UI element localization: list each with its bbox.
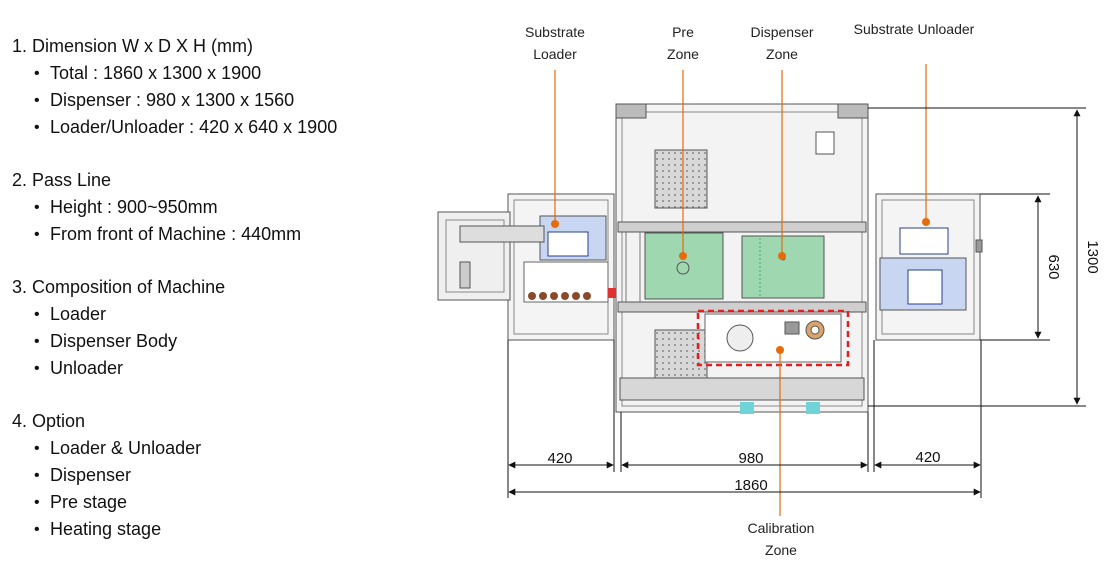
- spec-item: Dispenser Body: [34, 328, 482, 355]
- zone-label-dispenser-line1: Dispenser: [750, 24, 813, 40]
- section-title: 2. Pass Line: [12, 170, 112, 190]
- spec-item: From front of Machine : 440mm: [34, 221, 482, 248]
- calibration-marker: [776, 346, 784, 354]
- zone-label-loader-line2: Loader: [533, 46, 577, 62]
- zone-label-pre-line1: Pre: [672, 24, 694, 40]
- zone-label-dispenser-line2: Zone: [766, 46, 798, 62]
- dim-body-width: 980: [738, 450, 763, 467]
- spec-item: Loader/Unloader : 420 x 640 x 1900: [34, 114, 482, 141]
- spec-item: Total : 1860 x 1300 x 1900: [34, 60, 482, 87]
- unloader-marker: [922, 218, 930, 226]
- spec-item: Height : 900~950mm: [34, 194, 482, 221]
- spec-section-option: 4. Option Loader & Unloader Dispenser Pr…: [12, 408, 482, 543]
- dim-loader-width: 420: [547, 450, 572, 467]
- calibration-zone-highlight: [696, 309, 850, 367]
- zone-label-unloader: Substrate Unloader: [854, 21, 975, 37]
- spec-section-composition: 3. Composition of Machine Loader Dispens…: [12, 274, 482, 382]
- machine-drawing: [437, 103, 983, 414]
- spec-item: Dispenser : 980 x 1300 x 1560: [34, 87, 482, 114]
- spec-item: Heating stage: [34, 516, 482, 543]
- zone-label-pre-line2: Zone: [667, 46, 699, 62]
- section-title: 4. Option: [12, 411, 86, 431]
- loader-marker: [551, 220, 559, 228]
- spec-list: 1. Dimension W x D X H (mm) Total : 1860…: [12, 33, 482, 569]
- dim-total-depth: 1300: [1084, 240, 1101, 273]
- zone-label-calibration-line2: Zone: [765, 542, 797, 558]
- dim-total-width: 1860: [734, 477, 767, 494]
- spec-section-pass-line: 2. Pass Line Height : 900~950mm From fro…: [12, 167, 482, 248]
- spec-item: Pre stage: [34, 489, 482, 516]
- dim-unloader-width: 420: [915, 449, 940, 466]
- pre-stage: [644, 232, 724, 300]
- pre-zone-marker: [679, 252, 687, 260]
- zone-label-loader-line1: Substrate: [525, 24, 585, 40]
- dimension-lines: [507, 107, 1086, 498]
- section-title: 3. Composition of Machine: [12, 277, 226, 297]
- zone-label-calibration-line1: Calibration: [748, 520, 815, 536]
- dim-loader-depth: 630: [1045, 254, 1062, 279]
- spec-section-dimension: 1. Dimension W x D X H (mm) Total : 1860…: [12, 33, 482, 141]
- spec-item: Loader: [34, 301, 482, 328]
- spec-item: Unloader: [34, 355, 482, 382]
- section-title: 1. Dimension W x D X H (mm): [12, 36, 254, 56]
- spec-item: Dispenser: [34, 462, 482, 489]
- dispenser-stage: [741, 235, 825, 299]
- spec-item: Loader & Unloader: [34, 435, 482, 462]
- dispenser-zone-marker: [778, 252, 786, 260]
